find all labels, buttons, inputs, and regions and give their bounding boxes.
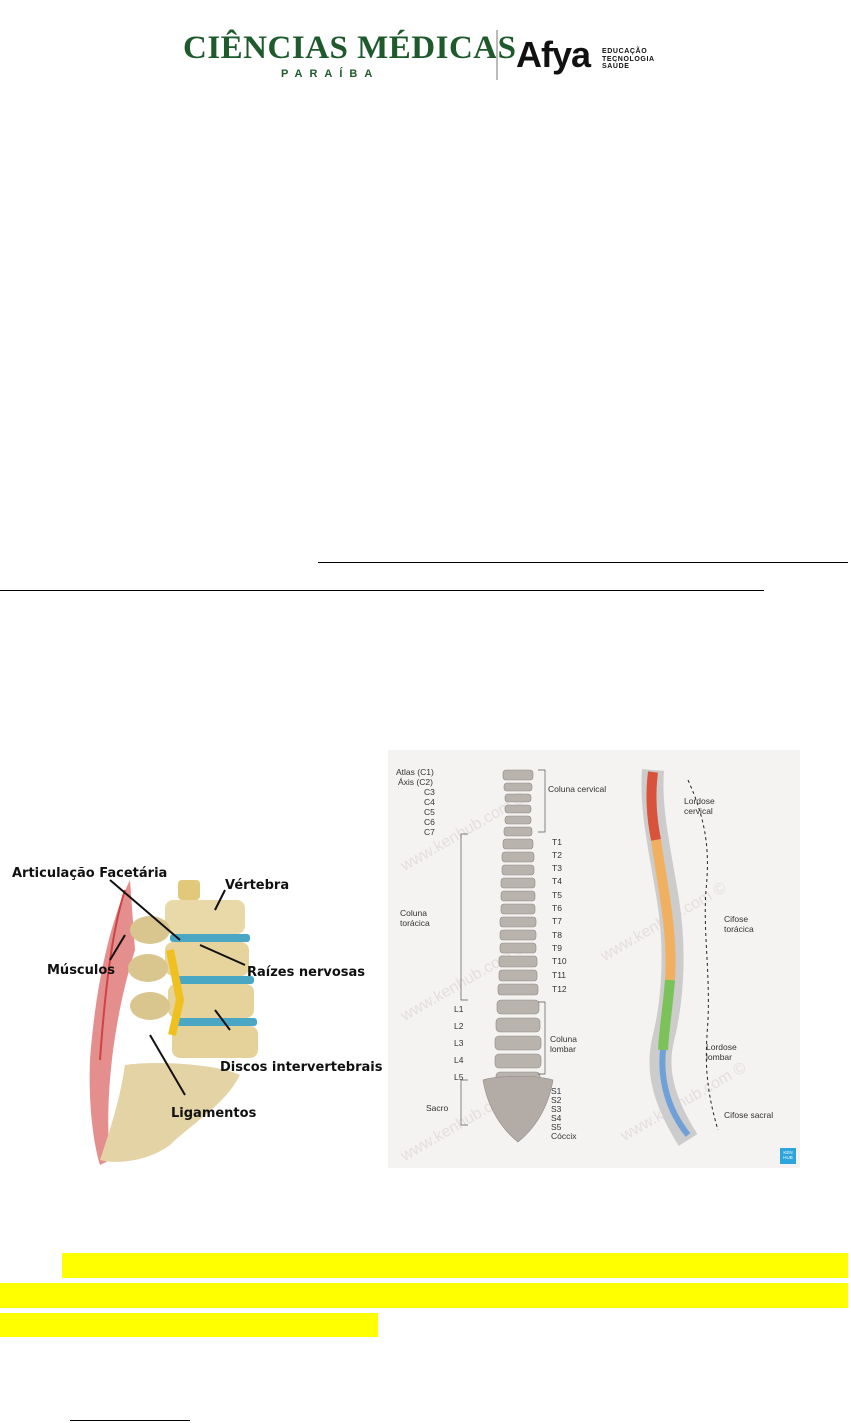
fill-line-2 xyxy=(0,590,764,591)
afya-logo: Afya xyxy=(516,34,591,75)
label-t2: T2 xyxy=(552,850,562,860)
label-coccyx: Cóccix xyxy=(551,1131,577,1141)
label-t1: T1 xyxy=(552,837,562,847)
label-t8: T8 xyxy=(552,930,562,940)
label-c3: C3 xyxy=(424,787,435,797)
fill-line-1 xyxy=(318,562,848,563)
label-t11: T11 xyxy=(552,970,567,980)
label-s3: S3 xyxy=(551,1104,562,1114)
label-lumbar-region: Coluna lombar xyxy=(550,1034,577,1054)
spine-illustration xyxy=(460,769,796,1164)
label-l5: L5 xyxy=(454,1072,464,1082)
label-c5: C5 xyxy=(424,807,435,817)
lumbar-anatomy-illustration xyxy=(89,879,258,1165)
label-lumbar-lordosis: Lordose lombar xyxy=(706,1042,737,1062)
brand-subtitle: PARAÍBA xyxy=(281,68,380,80)
label-sacral-kyphosis: Cifose sacral xyxy=(724,1110,774,1120)
highlight-line-2 xyxy=(0,1283,848,1308)
label-s2: S2 xyxy=(551,1095,562,1105)
label-t6: T6 xyxy=(552,903,562,913)
label-discs: Discos intervertebrais xyxy=(220,1060,383,1075)
label-s1: S1 xyxy=(551,1086,562,1096)
label-sacrum: Sacro xyxy=(426,1103,449,1113)
label-t5: T5 xyxy=(552,890,562,900)
label-c7: C7 xyxy=(424,827,435,837)
afya-tag-1: EDUCAÇÃO xyxy=(602,48,648,55)
label-facet-joint: Articulação Facetária xyxy=(12,866,168,881)
spine-overview-figure: www.kenhub.com © www.kenhub.com © www.ke… xyxy=(388,750,800,1168)
label-t7: T7 xyxy=(552,916,562,926)
label-t4: T4 xyxy=(552,876,562,886)
label-t12: T12 xyxy=(552,984,567,994)
label-s5: S5 xyxy=(551,1122,562,1132)
label-s4: S4 xyxy=(551,1113,562,1123)
highlight-line-3 xyxy=(0,1313,378,1337)
label-l4: L4 xyxy=(454,1055,464,1065)
label-nerve-roots: Raízes nervosas xyxy=(247,965,366,980)
kenhub-badge: KEN HUB xyxy=(783,1150,793,1160)
label-ligaments: Ligamentos xyxy=(171,1106,257,1121)
label-t9: T9 xyxy=(552,943,562,953)
logo-divider xyxy=(496,30,498,80)
lumbar-anatomy-figure: Articulação Facetária Vértebra Músculos … xyxy=(0,860,382,1170)
label-c6: C6 xyxy=(424,817,435,827)
label-l3: L3 xyxy=(454,1038,464,1048)
brand-title: CIÊNCIAS MÉDICAS xyxy=(183,30,517,66)
label-cervical-region: Coluna cervical xyxy=(548,784,607,794)
label-c1: Atlas (C1) xyxy=(396,767,434,777)
afya-tagline: EDUCAÇÃO TECNOLOGIA SAÚDE xyxy=(602,48,655,71)
label-l1: L1 xyxy=(454,1004,464,1014)
highlight-line-1 xyxy=(62,1253,848,1278)
label-l2: L2 xyxy=(454,1021,464,1031)
label-t10: T10 xyxy=(552,956,567,966)
bottom-underline xyxy=(70,1420,190,1421)
label-c4: C4 xyxy=(424,797,435,807)
label-t3: T3 xyxy=(552,863,562,873)
afya-tag-3: SAÚDE xyxy=(602,63,630,70)
label-cervical-lordosis: Lordose cervical xyxy=(684,796,715,816)
label-vertebra: Vértebra xyxy=(225,878,290,893)
label-thoracic-region: Coluna torácica xyxy=(400,908,430,928)
label-c2: Áxis (C2) xyxy=(398,777,433,787)
afya-tag-2: TECNOLOGIA xyxy=(602,55,655,63)
label-muscles: Músculos xyxy=(47,963,116,978)
label-thoracic-kyphosis: Cifose torácica xyxy=(724,914,754,934)
